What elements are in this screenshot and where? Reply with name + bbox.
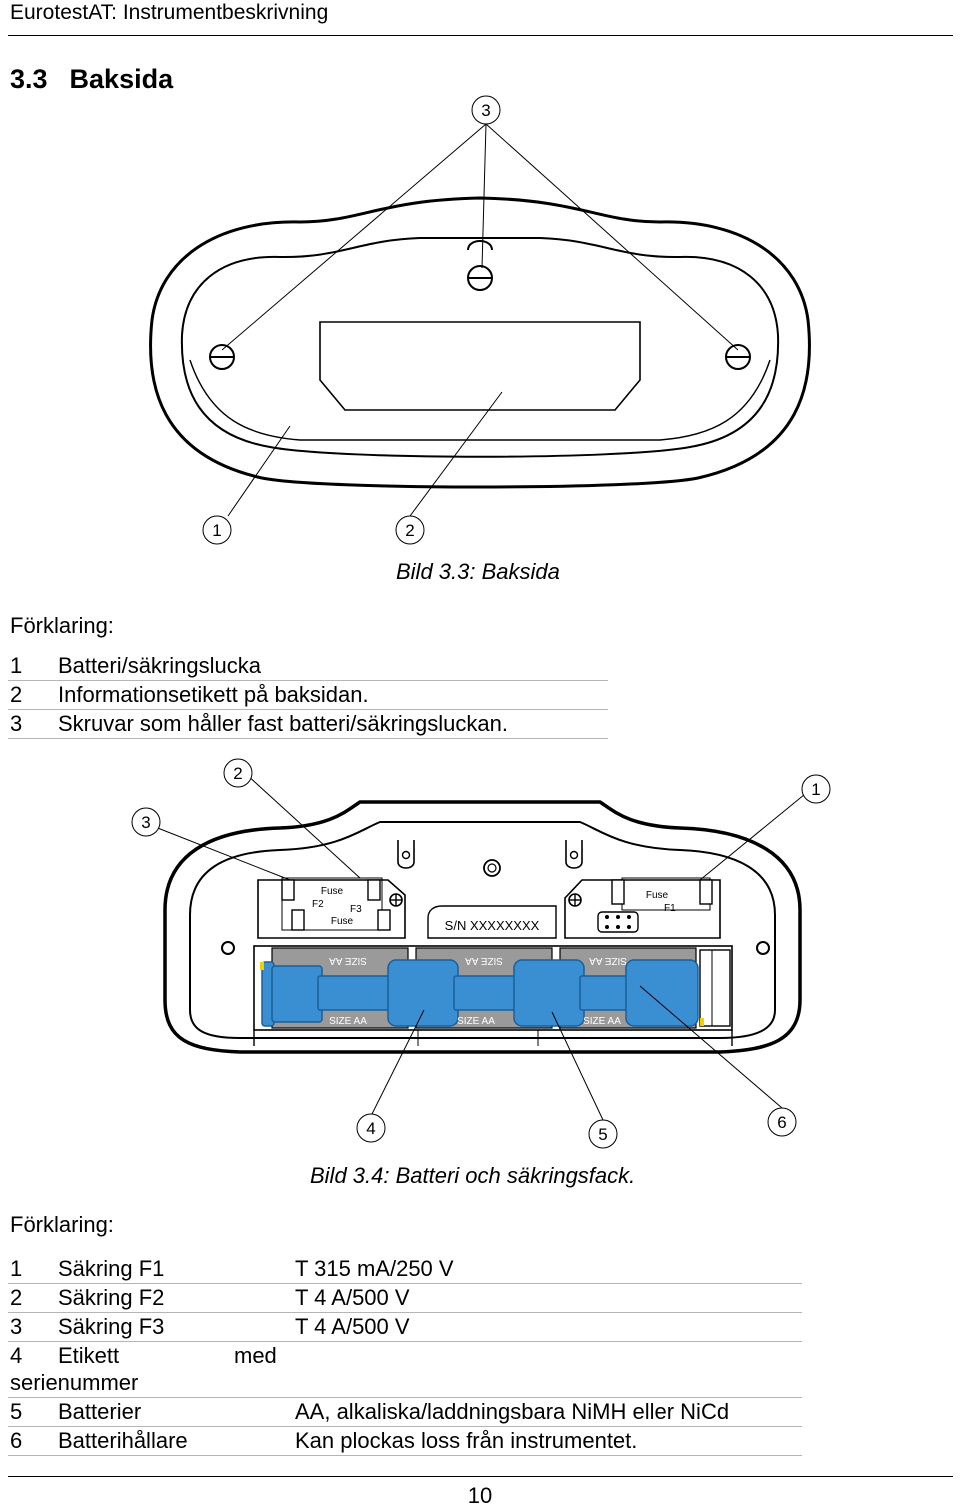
callout-1: 1 [202, 515, 232, 545]
svg-text:1: 1 [811, 780, 820, 799]
figure-back-side: 3 1 2 [149, 95, 811, 545]
serial-number-text: S/N XXXXXXXX [445, 918, 540, 933]
info-label-area [319, 321, 641, 411]
fuse-module-f1 [564, 879, 721, 939]
callout-2: 2 [395, 515, 425, 545]
battery-cells [261, 959, 699, 1027]
screw-top [467, 240, 493, 291]
fuse-module-f2-f3 [257, 879, 406, 939]
svg-text:5: 5 [598, 1125, 607, 1144]
svg-text:2: 2 [233, 764, 242, 783]
header-rule [8, 35, 953, 36]
footer-rule [8, 1476, 953, 1477]
figure-battery-compartment: Fuse F2 F3 Fuse S/N XXXXXXXX Fuse F1 [131, 758, 831, 1149]
screw-fuse-f1-module [568, 893, 582, 907]
callout-3: 3 [471, 95, 501, 125]
callout-5: 5 [588, 1119, 618, 1149]
screw-right [725, 344, 751, 370]
screw-fuse-module [389, 893, 403, 907]
document-header-title: EurotestAT: Instrumentbeskrivning [10, 1, 329, 24]
figure1-caption: Bild 3.3: Baksida [396, 559, 560, 584]
callout-6: 6 [767, 1107, 797, 1137]
legend2-heading: Förklaring: [10, 1212, 114, 1237]
battery-holder [253, 945, 733, 1031]
battery-size-label: SIZE AA [465, 955, 503, 966]
fuse-label: Fuse [321, 886, 344, 897]
compartment-inner-housing [189, 821, 776, 1039]
figure2-caption: Bild 3.4: Batteri och säkringsfack. [310, 1163, 636, 1188]
instrument-inner-body [180, 237, 780, 458]
svg-text:3: 3 [481, 101, 490, 120]
svg-text:1: 1 [212, 521, 221, 540]
battery-lid-outline [189, 359, 771, 441]
battery-size-label: SIZE AA [589, 955, 627, 966]
battery-size-label: SIZE AA [457, 1016, 495, 1027]
instrument-outer-body [149, 196, 811, 489]
svg-text:3: 3 [141, 813, 150, 832]
compartment-outer-housing [163, 800, 802, 1054]
battery-size-label: SIZE AA [329, 1016, 367, 1027]
section-title: 3.3 Baksida [10, 62, 173, 96]
battery-size-label: SIZE AA [583, 1016, 621, 1027]
fuse-f1-label: F1 [664, 903, 676, 914]
fuse-f3-label: F3 [350, 904, 362, 915]
page-number: 10 [467, 1483, 493, 1508]
section-number: 3.3 [10, 64, 48, 94]
fuse-f2-label: F2 [312, 899, 324, 910]
callout-4: 4 [356, 1113, 386, 1143]
serial-number-label [427, 905, 557, 939]
callout-2: 2 [223, 758, 253, 788]
fuse-label: Fuse [331, 916, 354, 927]
callout-3: 3 [131, 807, 161, 837]
screw-left [209, 344, 235, 370]
fuse-label: Fuse [646, 890, 669, 901]
svg-text:2: 2 [405, 521, 414, 540]
svg-text:6: 6 [777, 1113, 786, 1132]
legend1-heading: Förklaring: [10, 613, 114, 638]
svg-text:4: 4 [366, 1119, 375, 1138]
battery-size-label: SIZE AA [329, 955, 367, 966]
callout-1: 1 [801, 774, 831, 804]
section-title-text: Baksida [69, 64, 174, 94]
